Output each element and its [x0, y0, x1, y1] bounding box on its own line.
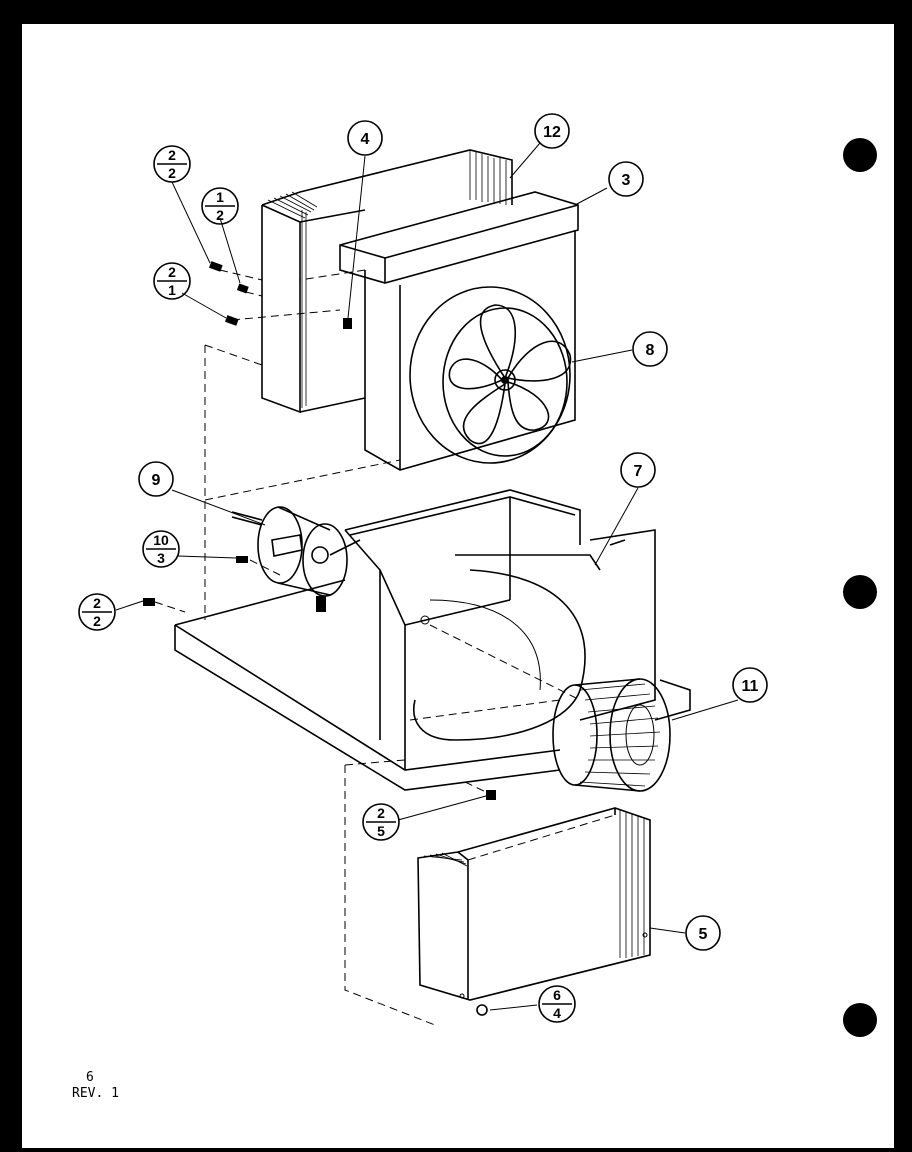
fraction-callout-1-2: 1 2	[201, 187, 239, 225]
svg-text:2: 2	[168, 165, 176, 181]
callout-7: 7	[620, 452, 656, 488]
svg-text:9: 9	[152, 472, 161, 489]
svg-text:12: 12	[543, 124, 561, 141]
svg-text:8: 8	[646, 342, 655, 359]
svg-text:2: 2	[377, 805, 385, 821]
svg-text:2: 2	[93, 613, 101, 629]
leader-lines	[115, 142, 739, 1011]
svg-text:5: 5	[377, 823, 385, 839]
lower-coil-fins	[423, 810, 645, 958]
fraction-callout-10-3: 10 3	[142, 530, 180, 568]
svg-text:7: 7	[634, 463, 643, 480]
fraction-callout-2-1: 2 1	[153, 262, 191, 300]
base-pan-assembly	[174, 489, 691, 791]
svg-text:10: 10	[153, 532, 169, 548]
binder-hole-middle	[843, 575, 877, 609]
lower-coil	[417, 807, 651, 1016]
page-number: 6	[86, 1070, 94, 1085]
svg-text:6: 6	[553, 987, 561, 1003]
coil-fins-left	[267, 191, 318, 408]
binder-hole-bottom	[843, 1003, 877, 1037]
diagram-sheet	[22, 24, 894, 1148]
svg-text:2: 2	[216, 207, 224, 223]
svg-text:3: 3	[622, 172, 631, 189]
callout-3: 3	[608, 161, 644, 197]
svg-text:1: 1	[216, 189, 224, 205]
blower-wheel	[552, 678, 671, 792]
svg-text:5: 5	[699, 926, 708, 943]
callout-11: 11	[732, 667, 768, 703]
callout-5: 5	[685, 915, 721, 951]
svg-text:4: 4	[553, 1005, 561, 1021]
callout-4: 4	[347, 120, 383, 156]
binder-hole-top	[843, 138, 877, 172]
blower-wheel-blades	[579, 683, 661, 787]
fraction-callout-2-2-bottom: 2 2	[78, 593, 116, 631]
fraction-callout-2-5: 2 5	[362, 803, 400, 841]
callout-8: 8	[632, 331, 668, 367]
binder-holes	[843, 138, 877, 1037]
svg-text:3: 3	[157, 550, 165, 566]
svg-text:11: 11	[742, 678, 759, 695]
clip-part-4	[343, 318, 352, 329]
svg-text:1: 1	[168, 282, 176, 298]
revision-label: REV. 1	[72, 1086, 119, 1101]
fan-blades	[448, 304, 572, 445]
callout-12: 12	[534, 113, 570, 149]
svg-text:2: 2	[168, 264, 176, 280]
assembly-guide-lines	[204, 344, 561, 1026]
fraction-callout-2-2-top: 2 2	[153, 145, 191, 183]
callout-9: 9	[138, 461, 174, 497]
coil-fins-right	[469, 150, 507, 205]
svg-text:2: 2	[168, 147, 176, 163]
upper-coil-assembly	[208, 149, 579, 471]
fraction-callout-6-4: 6 4	[538, 985, 576, 1023]
svg-text:4: 4	[361, 131, 370, 148]
svg-text:2: 2	[93, 595, 101, 611]
page-footer: 6 REV. 1	[72, 1070, 119, 1102]
